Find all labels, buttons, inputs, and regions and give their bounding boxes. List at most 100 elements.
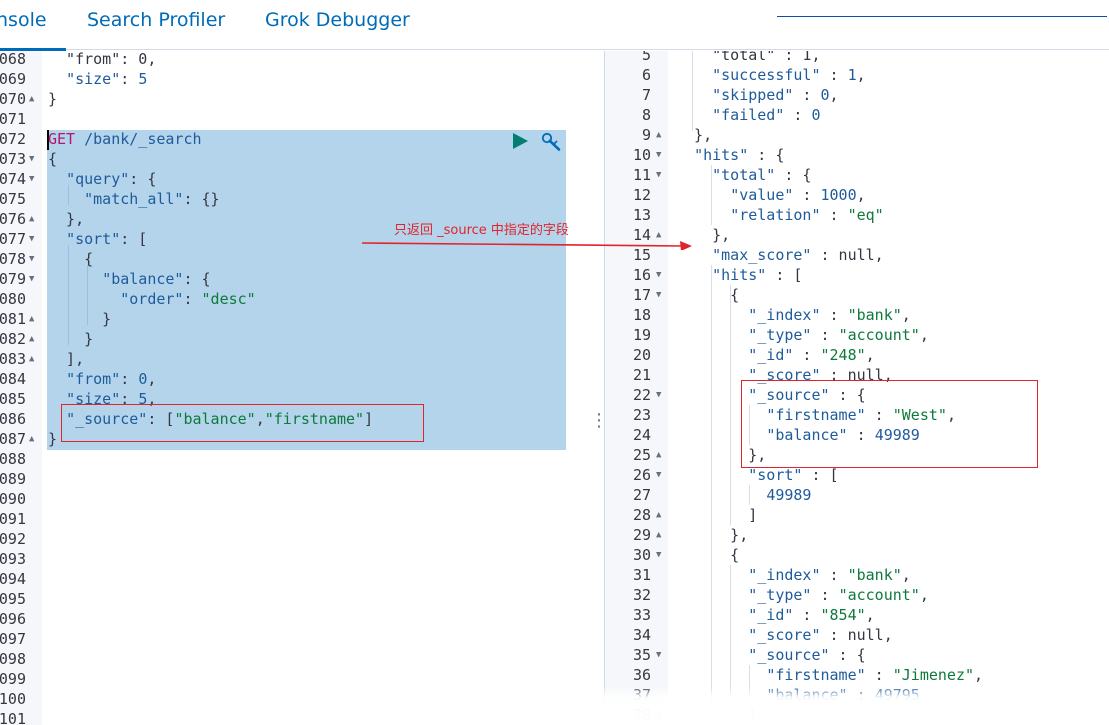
send-request-button[interactable] (511, 132, 529, 150)
code-line[interactable]: 19 "_type" : "account", (605, 325, 1109, 345)
code-line[interactable]: 083▲ ], (0, 349, 588, 369)
fold-up-icon[interactable]: ▲ (656, 450, 662, 460)
code-line[interactable]: 35▼ "_source" : { (605, 645, 1109, 665)
code-line[interactable]: 27 49989 (605, 485, 1109, 505)
tab-console[interactable]: nsole (0, 0, 66, 51)
code-line[interactable]: 32 "_type" : "account", (605, 585, 1109, 605)
fold-down-icon[interactable]: ▼ (29, 274, 35, 284)
fold-down-icon[interactable]: ▼ (29, 154, 35, 164)
code-line[interactable]: 10▼ "hits" : { (605, 145, 1109, 165)
fold-down-icon[interactable]: ▼ (656, 470, 662, 480)
code-line[interactable]: 101 (0, 709, 588, 725)
code-line[interactable]: 084 "from": 0, (0, 369, 588, 389)
code-line[interactable]: 068 "from": 0, (0, 51, 588, 69)
code-line[interactable]: 093 (0, 549, 588, 569)
resize-handle[interactable]: ⋮ (590, 410, 608, 431)
fold-down-icon[interactable]: ▼ (29, 234, 35, 244)
code-line[interactable]: 20 "_id" : "248", (605, 345, 1109, 365)
code-line[interactable]: 30▼ { (605, 545, 1109, 565)
fold-down-icon[interactable]: ▼ (656, 270, 662, 280)
fold-up-icon[interactable]: ▲ (656, 130, 662, 140)
code-line[interactable]: 100 (0, 689, 588, 709)
code-line[interactable]: 085 "size": 5, (0, 389, 588, 409)
tab-grok-debugger[interactable]: Grok Debugger (265, 9, 410, 31)
code-line[interactable]: 088 (0, 449, 588, 469)
code-line[interactable]: 071 (0, 109, 588, 129)
code-line[interactable]: 094 (0, 569, 588, 589)
fold-down-icon[interactable]: ▼ (656, 650, 662, 660)
fold-up-icon[interactable]: ▲ (656, 530, 662, 540)
code-line[interactable]: 15 "max_score" : null, (605, 245, 1109, 265)
fold-down-icon[interactable]: ▼ (656, 550, 662, 560)
code-line[interactable]: 13 "relation" : "eq" (605, 205, 1109, 225)
code-line[interactable]: 073▼{ (0, 149, 588, 169)
code-line[interactable]: 25▲ }, (605, 445, 1109, 465)
fold-down-icon[interactable]: ▼ (656, 150, 662, 160)
code-line[interactable]: 16▼ "hits" : [ (605, 265, 1109, 285)
code-token: : (120, 390, 139, 408)
code-line[interactable]: 5 "total" : 1, (605, 51, 1109, 65)
code-line[interactable]: 29▲ }, (605, 525, 1109, 545)
code-line[interactable]: 078▼ { (0, 249, 588, 269)
code-line[interactable]: 095 (0, 589, 588, 609)
code-line[interactable]: 080 "order": "desc" (0, 289, 588, 309)
code-line[interactable]: 098 (0, 649, 588, 669)
code-line[interactable]: 24 "balance" : 49989 (605, 425, 1109, 445)
code-line[interactable]: 36 "firstname" : "Jimenez", (605, 665, 1109, 685)
code-line[interactable]: 099 (0, 669, 588, 689)
code-line[interactable]: 096 (0, 609, 588, 629)
fold-up-icon[interactable]: ▲ (29, 314, 35, 324)
fold-down-icon[interactable]: ▼ (656, 290, 662, 300)
code-line[interactable]: 075 "match_all": {} (0, 189, 588, 209)
code-line[interactable]: 086 "_source": ["balance","firstname"] (0, 409, 588, 429)
code-line[interactable]: 9▲ }, (605, 125, 1109, 145)
code-line[interactable]: 074▼ "query": { (0, 169, 588, 189)
code-line[interactable]: 070▲} (0, 89, 588, 109)
code-line[interactable]: 6 "successful" : 1, (605, 65, 1109, 85)
wrench-icon[interactable] (541, 132, 563, 152)
code-line[interactable]: 089 (0, 469, 588, 489)
code-line[interactable]: 12 "value" : 1000, (605, 185, 1109, 205)
code-line[interactable]: 092 (0, 529, 588, 549)
code-line[interactable]: 21 "_score" : null, (605, 365, 1109, 385)
code-line[interactable]: 079▼ "balance": { (0, 269, 588, 289)
tab-search-profiler[interactable]: Search Profiler (87, 9, 226, 31)
code-line[interactable]: 097 (0, 629, 588, 649)
code-line[interactable]: 33 "_id" : "854", (605, 605, 1109, 625)
code-line[interactable]: 087▲} (0, 429, 588, 449)
code-line[interactable]: 090 (0, 489, 588, 509)
code-line[interactable]: 069 "size": 5 (0, 69, 588, 89)
code-line[interactable]: 076▲ }, (0, 209, 588, 229)
code-line[interactable]: 077▼ "sort": [ (0, 229, 588, 249)
response-viewer[interactable]: 5 "total" : 1,6 "successful" : 1,7 "skip… (605, 51, 1109, 725)
code-line[interactable]: 26▼ "sort" : [ (605, 465, 1109, 485)
fold-up-icon[interactable]: ▲ (29, 214, 35, 224)
fold-up-icon[interactable]: ▲ (656, 230, 662, 240)
fold-down-icon[interactable]: ▼ (29, 254, 35, 264)
code-line[interactable]: 7 "skipped" : 0, (605, 85, 1109, 105)
fold-up-icon[interactable]: ▲ (29, 354, 35, 364)
fold-down-icon[interactable]: ▼ (656, 390, 662, 400)
code-line[interactable]: 31 "_index" : "bank", (605, 565, 1109, 585)
code-line[interactable]: 11▼ "total" : { (605, 165, 1109, 185)
code-line[interactable]: 23 "firstname" : "West", (605, 405, 1109, 425)
fold-up-icon[interactable]: ▲ (656, 510, 662, 520)
fold-up-icon[interactable]: ▲ (29, 94, 35, 104)
code-line[interactable]: 22▼ "_source" : { (605, 385, 1109, 405)
code-line[interactable]: 081▲ } (0, 309, 588, 329)
line-number: 24 (632, 426, 651, 444)
code-line[interactable]: 18 "_index" : "bank", (605, 305, 1109, 325)
fold-down-icon[interactable]: ▼ (29, 174, 35, 184)
code-line[interactable]: 091 (0, 509, 588, 529)
code-line[interactable]: 8 "failed" : 0 (605, 105, 1109, 125)
fold-up-icon[interactable]: ▲ (29, 434, 35, 444)
fold-down-icon[interactable]: ▼ (656, 170, 662, 180)
code-line[interactable]: 34 "_score" : null, (605, 625, 1109, 645)
fold-up-icon[interactable]: ▲ (29, 334, 35, 344)
code-line[interactable]: 28▲ ] (605, 505, 1109, 525)
code-line[interactable]: 17▼ { (605, 285, 1109, 305)
code-line[interactable]: 14▲ }, (605, 225, 1109, 245)
code-line[interactable]: 082▲ } (0, 329, 588, 349)
